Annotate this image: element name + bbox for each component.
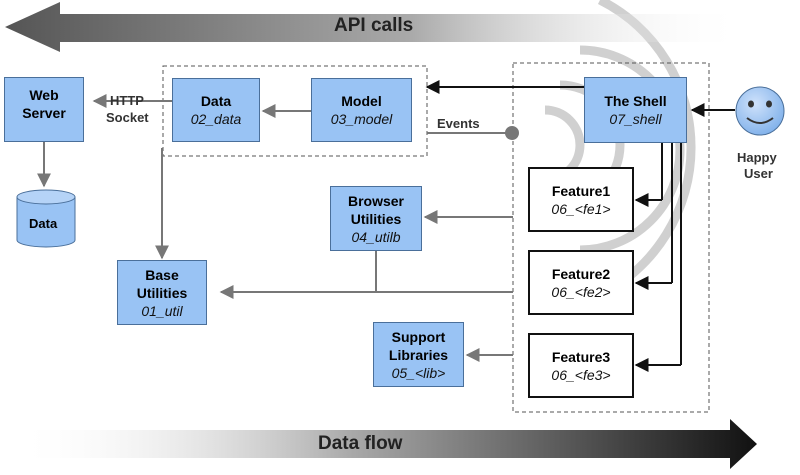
user-label-line1: Happy <box>737 150 777 165</box>
base-utilities-node: Base Utilities 01_util <box>117 260 207 325</box>
happy-user-icon <box>735 86 785 136</box>
feature3-id: 06_<fe3> <box>551 366 611 383</box>
browser-utilities-node: Browser Utilities 04_utilb <box>330 186 422 251</box>
support-libraries-node: Support Libraries 05_<lib> <box>373 322 464 387</box>
data-module-node: Data 02_data <box>172 78 260 142</box>
events-label: Events <box>437 116 480 131</box>
database-label: Data <box>29 216 58 231</box>
feature2-node: Feature2 06_<fe2> <box>528 250 634 315</box>
data-module-title: Data <box>200 93 232 109</box>
feature2-id: 06_<fe2> <box>551 283 611 300</box>
feature2-title: Feature2 <box>551 265 611 282</box>
api-calls-label: API calls <box>334 15 414 36</box>
database-cylinder-icon <box>16 189 76 248</box>
event-bus-node <box>505 126 519 140</box>
base-utilities-id: 01_util <box>141 302 183 319</box>
browser-utilities-title: Browser Utilities <box>347 192 405 227</box>
feature3-node: Feature3 06_<fe3> <box>528 333 634 398</box>
support-libraries-id: 05_<lib> <box>391 364 446 381</box>
web-server-title: Web Server <box>22 87 66 121</box>
data-module-id: 02_data <box>190 111 242 127</box>
http-label: HTTP <box>110 93 144 108</box>
user-label-line2: User <box>744 166 773 181</box>
shell-connectors <box>425 80 735 372</box>
data-flow-arrow <box>15 419 757 469</box>
socket-label: Socket <box>106 110 149 125</box>
support-libraries-title: Support Libraries <box>388 328 449 363</box>
model-module-node: Model 03_model <box>311 78 412 142</box>
shell-module-id: 07_shell <box>609 111 662 127</box>
model-module-title: Model <box>341 93 382 109</box>
browser-utilities-id: 04_utilb <box>351 228 401 245</box>
web-server-node: Web Server <box>4 77 84 142</box>
api-calls-arrow <box>5 2 745 52</box>
model-module-id: 03_model <box>330 111 393 127</box>
feature1-title: Feature1 <box>551 182 611 199</box>
shell-group-border <box>512 62 710 413</box>
data-flow-label: Data flow <box>318 433 403 454</box>
feature1-id: 06_<fe1> <box>551 200 611 217</box>
base-utilities-title: Base Utilities <box>136 266 188 301</box>
shell-module-node: The Shell 07_shell <box>584 77 687 143</box>
connectors <box>37 94 513 362</box>
model-group-border <box>162 65 428 157</box>
feature3-title: Feature3 <box>551 348 611 365</box>
feature1-node: Feature1 06_<fe1> <box>528 167 634 232</box>
shell-module-title: The Shell <box>604 93 667 109</box>
